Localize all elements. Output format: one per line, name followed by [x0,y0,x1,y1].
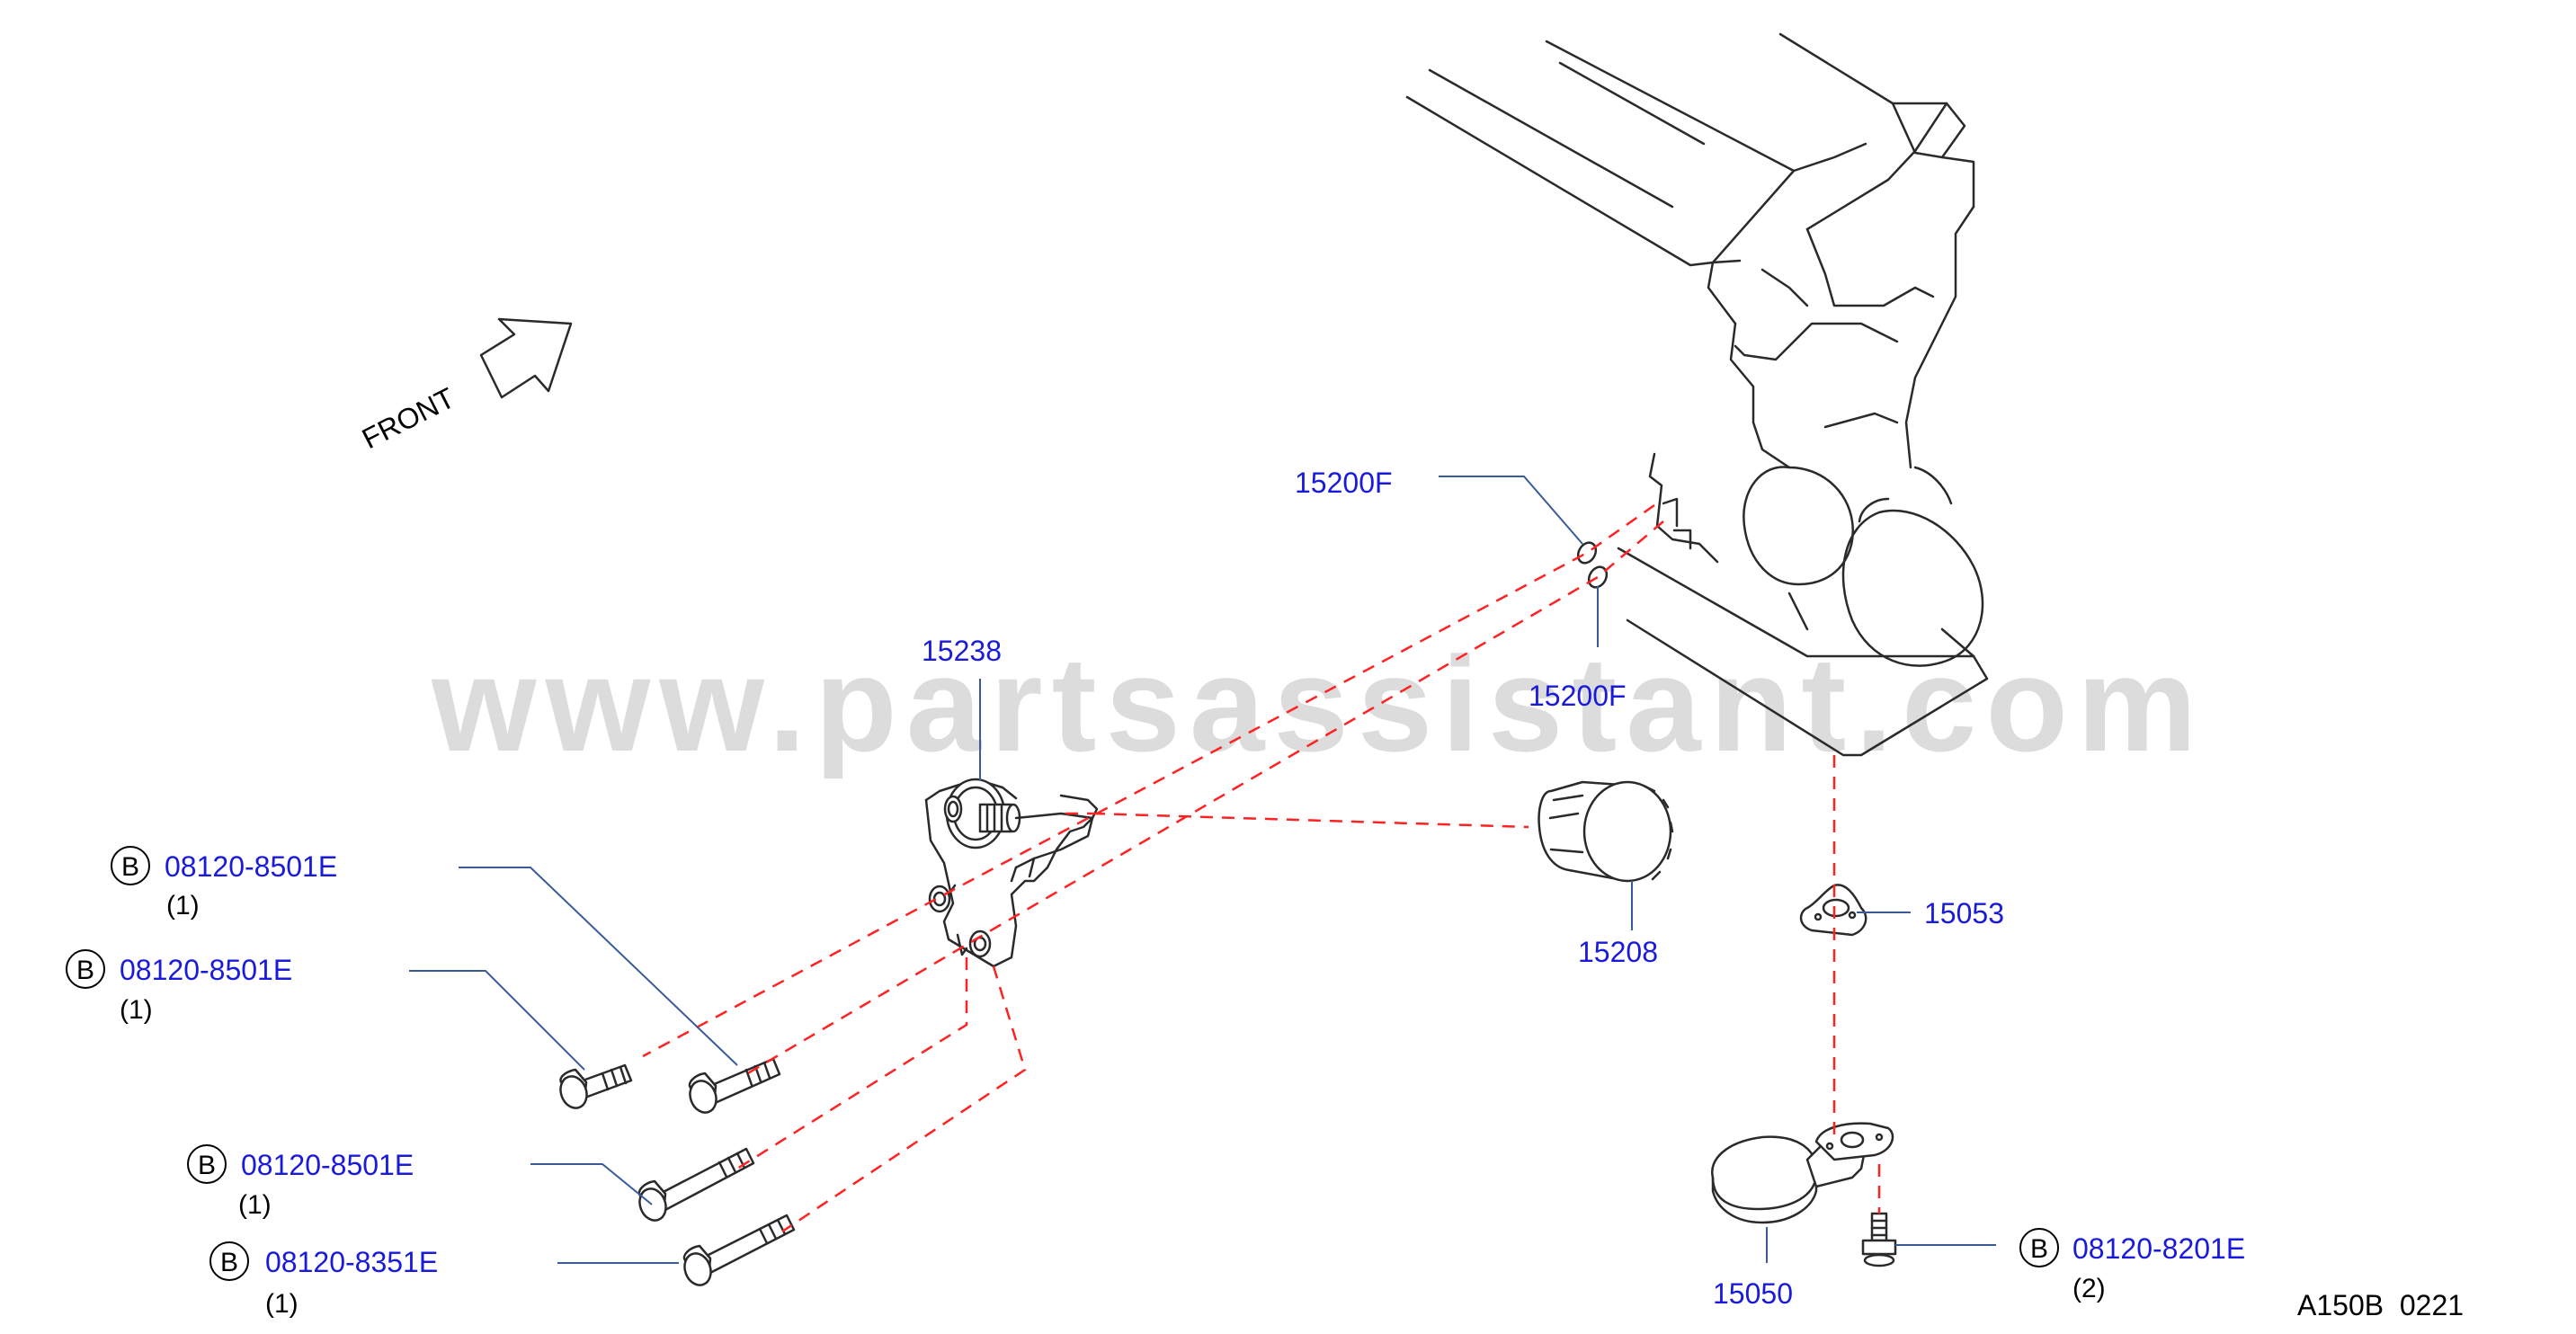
bolt-2-illustration [688,1057,781,1114]
bolt-qty: (1) [238,1190,272,1220]
front-label: FRONT [357,381,460,455]
bolt-qty: (1) [265,1289,299,1319]
bolt-callout-4: B 08120-8351E (1) [209,1241,438,1319]
label-oil-filter-bracket: 15238 [922,635,1002,667]
label-oil-filter: 15208 [1578,936,1658,968]
bolt-3-illustration [637,1147,755,1222]
bolt-badge: B [76,956,94,985]
bolt-badge: B [220,1248,238,1277]
bolt-qty: (1) [120,995,153,1025]
o-ring-upper [1576,541,1598,565]
bolt-badge: B [121,852,139,882]
bolt-part-no: 08120-8501E [241,1149,414,1181]
bolt-badge: B [2030,1234,2048,1264]
bolt-callout-1: B 08120-8501E (1) [111,846,337,920]
oil-strainer-illustration [1711,1122,1894,1224]
bolt-badge: B [198,1151,216,1180]
bolt-part-no: 08120-8501E [120,954,292,986]
bolt-part-no: 08120-8501E [165,850,337,883]
bolt-callout-5: B 08120-8201E (2) [2019,1228,2245,1303]
leader-lines [409,476,1996,1264]
engine-block-illustration [1405,32,1989,757]
o-ring-lower [1587,565,1609,589]
bolt-callout-3: B 08120-8501E (1) [187,1144,414,1220]
watermark: www.partsassistant.com [431,628,2206,779]
label-strainer: 15050 [1713,1277,1793,1310]
label-oring-lower: 15200F [1529,680,1627,712]
assembly-lines [642,503,1881,1233]
oil-filter-illustration [1538,780,1674,883]
bolt-part-no: 08120-8351E [265,1246,438,1278]
bolt-4-illustration [682,1214,796,1286]
bolt-1-illustration [559,1063,633,1109]
bolt-5-illustration [1861,1212,1897,1267]
bolt-part-no: 08120-8201E [2072,1232,2245,1265]
bolt-callout-2: B 08120-8501E (1) [66,949,292,1025]
diagram-code: A150B 0221 [2297,1289,2464,1321]
bolt-qty: (2) [2072,1274,2106,1303]
front-direction-arrow [479,317,573,399]
label-gasket: 15053 [1924,897,2004,929]
bolt-qty: (1) [166,891,200,920]
oil-filter-bracket-illustration [924,778,1099,968]
label-oring-upper: 15200F [1295,467,1393,499]
